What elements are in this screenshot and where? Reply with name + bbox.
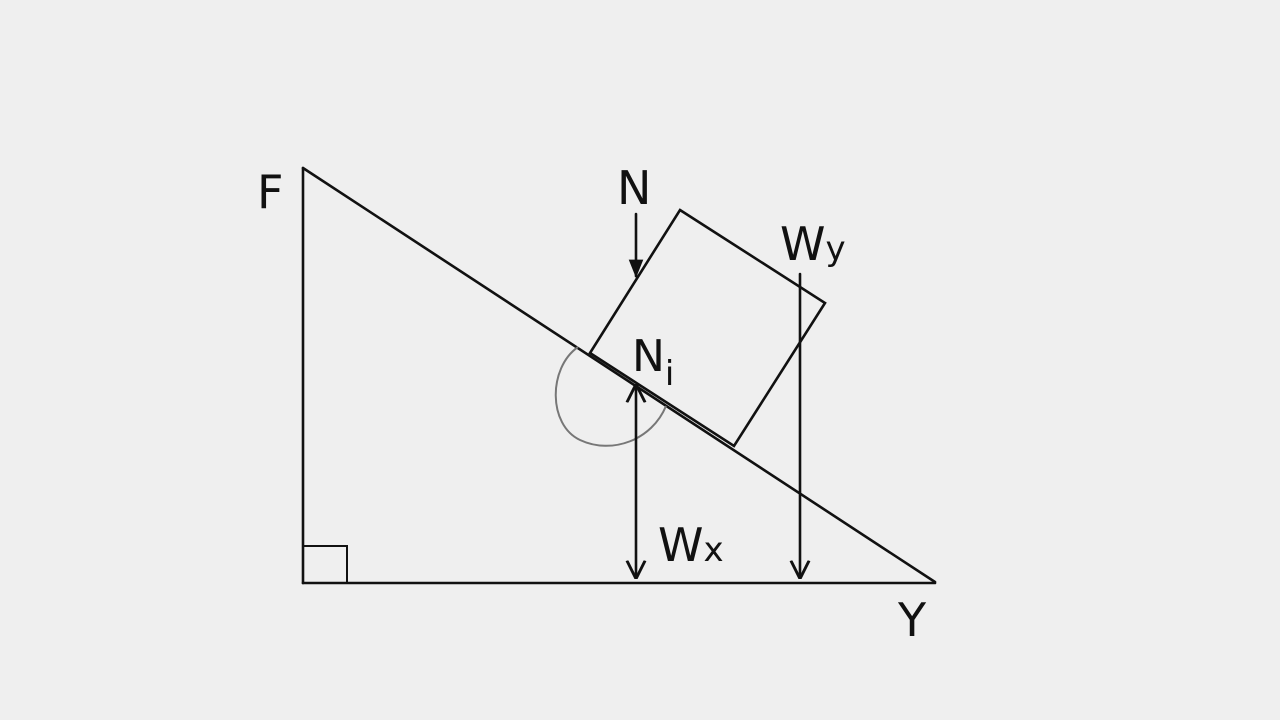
- label-ni: Ni: [632, 331, 674, 394]
- right-angle-marker: [302, 545, 348, 584]
- triangle-hypotenuse: [301, 166, 937, 584]
- label-wx-main: W: [658, 518, 703, 572]
- label-wy-main: W: [780, 217, 825, 271]
- label-n: N: [617, 161, 651, 215]
- label-wx-sub: x: [703, 530, 723, 570]
- label-ni-sub: i: [665, 354, 674, 394]
- label-f: F: [257, 165, 283, 219]
- label-wy: Wy: [780, 217, 846, 271]
- label-wx: Wx: [658, 518, 724, 572]
- label-ni-main: N: [632, 331, 665, 382]
- block: [588, 208, 827, 448]
- label-wy-sub: y: [825, 229, 845, 269]
- label-y: Y: [897, 593, 927, 647]
